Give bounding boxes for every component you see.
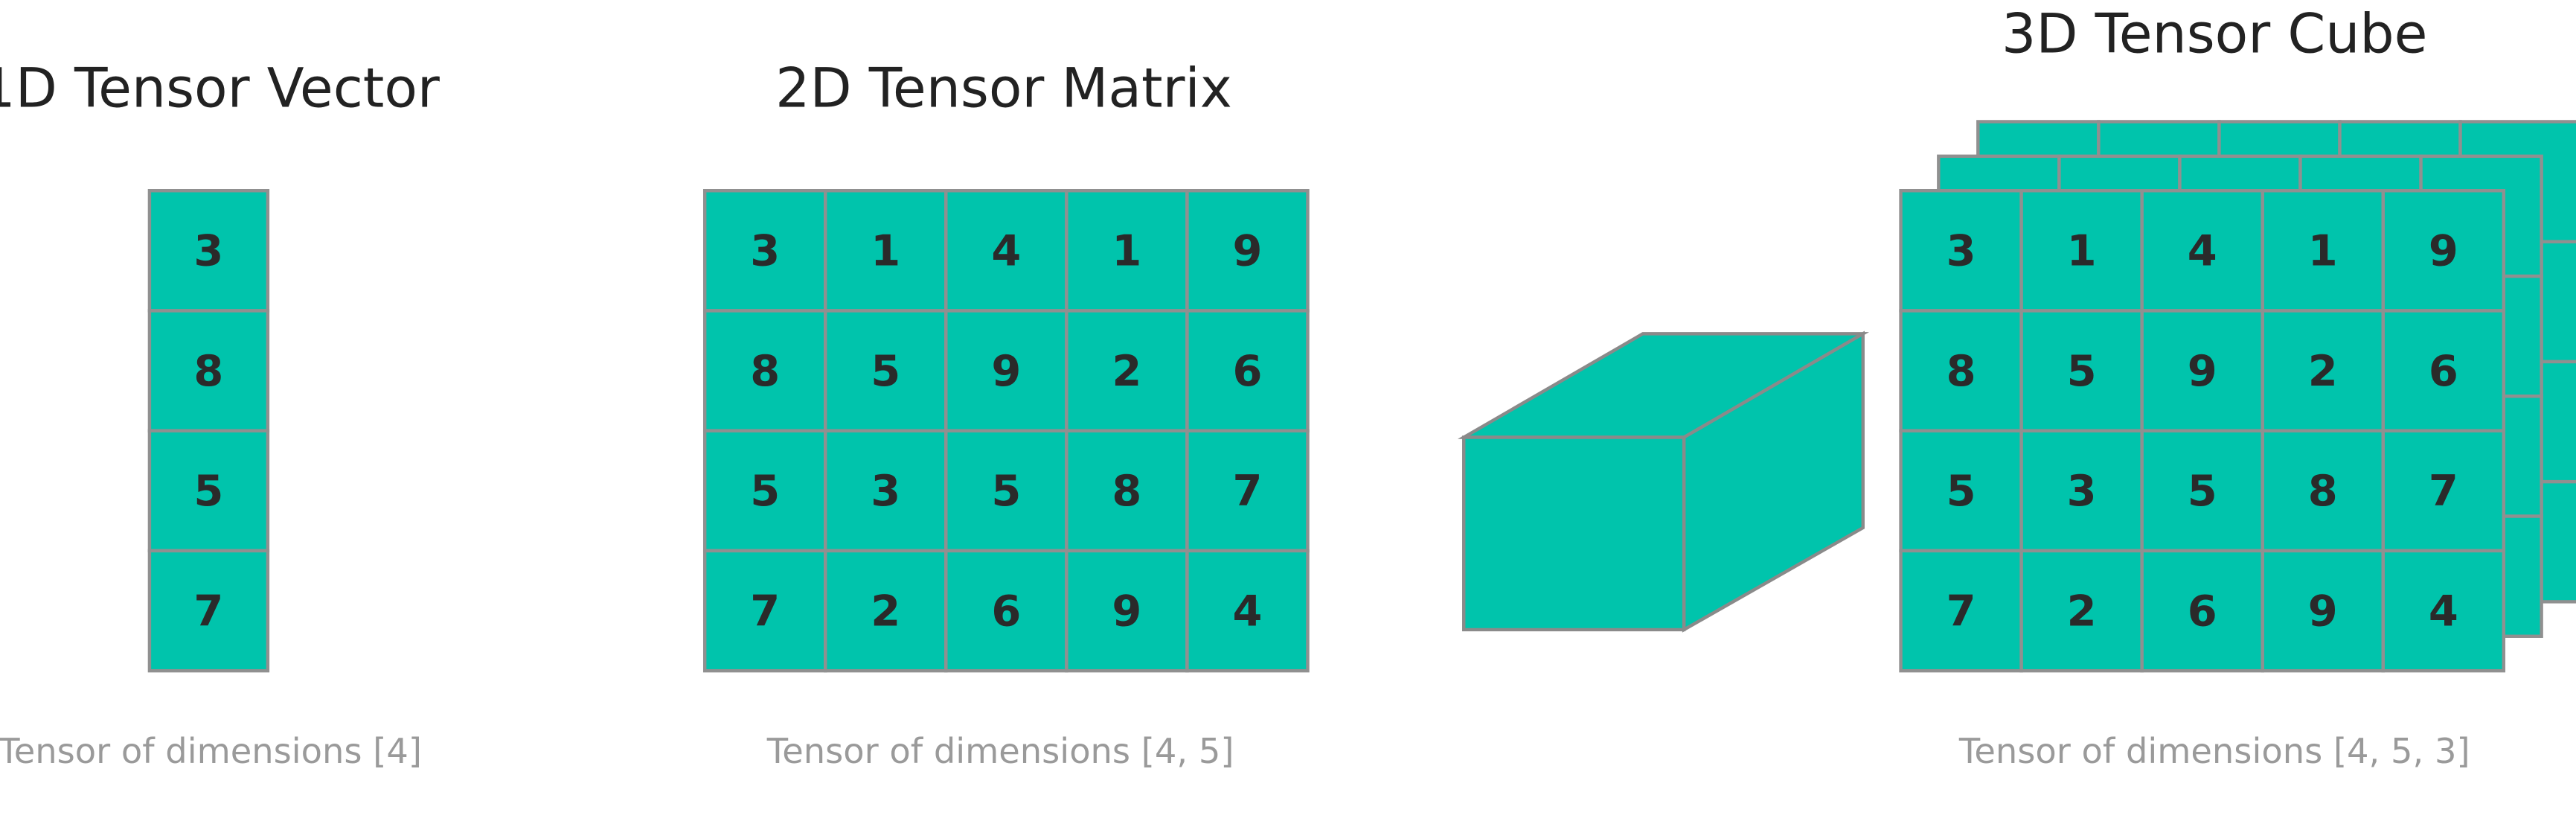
matrix-value: 5 <box>991 466 1021 516</box>
cube-value: 2 <box>2308 346 2338 396</box>
vector-value: 3 <box>193 226 223 276</box>
matrix-value: 8 <box>1112 466 1141 516</box>
vector-grid: 3 8 5 7 <box>147 189 270 673</box>
matrix-value: 7 <box>750 586 780 636</box>
matrix-value: 1 <box>1112 226 1141 276</box>
cube-cell <box>2381 429 2506 553</box>
cube-value: 9 <box>2308 586 2338 636</box>
matrix-cell <box>824 189 948 313</box>
matrix-value: 4 <box>991 226 1021 276</box>
cube-cell <box>2261 549 2385 673</box>
matrix-cell <box>1185 309 1310 432</box>
cube-cell <box>2381 549 2506 673</box>
matrix-value: 6 <box>1232 346 1262 396</box>
vector-cell <box>147 189 270 313</box>
cube-cell <box>2261 429 2385 553</box>
cube-value: 4 <box>2188 226 2217 276</box>
matrix-value: 5 <box>750 466 780 516</box>
matrix-value: 3 <box>871 466 900 516</box>
vector-value: 5 <box>193 466 223 516</box>
matrix-cell <box>1185 429 1310 553</box>
vector-cell <box>147 309 270 432</box>
matrix-value: 4 <box>1232 586 1262 636</box>
cube-value: 1 <box>2067 226 2097 276</box>
matrix-value: 9 <box>1232 226 1262 276</box>
cube-value: 2 <box>2067 586 2097 636</box>
cube-value: 9 <box>2429 226 2458 276</box>
matrix-value: 9 <box>991 346 1021 396</box>
matrix-value: 7 <box>1232 466 1262 516</box>
cube-cell <box>1899 549 2023 673</box>
cube-cell <box>2381 309 2506 432</box>
matrix-value: 8 <box>750 346 780 396</box>
vector-cell <box>147 549 270 673</box>
matrix-cell <box>1185 549 1310 673</box>
matrix-cell <box>1065 549 1189 673</box>
cube-cell <box>1899 309 2023 432</box>
matrix-cell <box>1065 189 1189 313</box>
cube-cell <box>2140 189 2264 313</box>
cube-value: 7 <box>2429 466 2458 516</box>
matrix-value: 1 <box>871 226 900 276</box>
cube-cell <box>2140 549 2264 673</box>
cube-cell <box>1899 429 2023 553</box>
matrix-value: 2 <box>1112 346 1141 396</box>
vector-value: 8 <box>193 346 223 396</box>
matrix-value: 5 <box>871 346 900 396</box>
matrix-grid: 3 1 4 1 9 8 5 9 2 6 5 3 5 8 7 7 2 6 9 4 <box>702 189 1310 673</box>
cube-value: 5 <box>2067 346 2097 396</box>
matrix-cell <box>702 549 827 673</box>
vector-value: 7 <box>193 586 223 636</box>
cube-value: 4 <box>2429 586 2458 636</box>
cube-caption: Tensor of dimensions [4, 5, 3] <box>1958 731 2470 771</box>
matrix-cell <box>702 309 827 432</box>
cube-cell <box>2381 189 2506 313</box>
matrix-value: 6 <box>991 586 1021 636</box>
cube-value: 8 <box>1947 346 1976 396</box>
cube-cell <box>2261 189 2385 313</box>
cube-value: 1 <box>2308 226 2338 276</box>
cube-value: 3 <box>2067 466 2097 516</box>
cube-front-layer: 3 1 4 1 9 8 5 9 2 6 5 3 5 8 7 7 2 6 9 4 <box>1899 189 2506 673</box>
cube-value: 3 <box>1947 226 1976 276</box>
cube-illustration <box>1458 331 1869 633</box>
vector-title: 1D Tensor Vector <box>0 57 440 121</box>
cube-value: 7 <box>1947 586 1976 636</box>
cube-value: 8 <box>2308 466 2338 516</box>
matrix-value: 3 <box>750 226 780 276</box>
matrix-value: 9 <box>1112 586 1141 636</box>
cube-value: 6 <box>2429 346 2458 396</box>
cube-value: 9 <box>2188 346 2217 396</box>
cube-value: 5 <box>2188 466 2217 516</box>
cube-value: 5 <box>1947 466 1976 516</box>
matrix-title: 2D Tensor Matrix <box>775 57 1232 121</box>
matrix-cell <box>1065 429 1189 553</box>
vector-caption: Tensor of dimensions [4] <box>0 731 422 771</box>
matrix-caption: Tensor of dimensions [4, 5] <box>766 731 1234 771</box>
matrix-cell <box>944 429 1068 553</box>
cube-cell <box>2140 309 2264 432</box>
matrix-cell <box>824 549 948 673</box>
matrix-cell <box>944 309 1068 432</box>
matrix-cell <box>944 549 1068 673</box>
cube-cell <box>2019 309 2144 432</box>
matrix-value: 2 <box>871 586 900 636</box>
cube-value: 6 <box>2188 586 2217 636</box>
matrix-cell <box>824 429 948 553</box>
cube-title: 3D Tensor Cube <box>2002 3 2427 66</box>
cube-front-face <box>1462 435 1686 632</box>
